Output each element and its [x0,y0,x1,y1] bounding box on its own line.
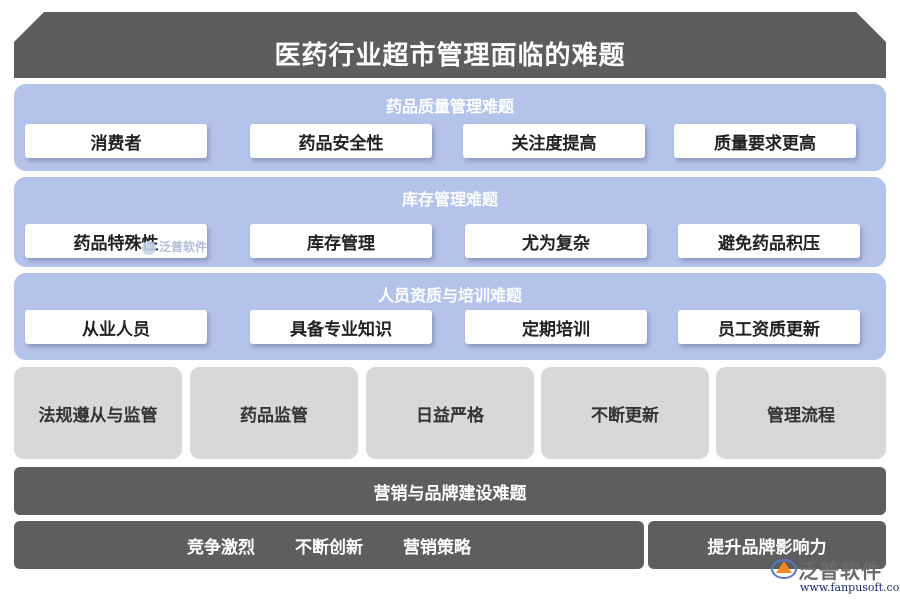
watermark-logo-icon [142,240,156,255]
section-item: 员工资质更新 [678,310,860,344]
section-quality: 药品质量管理难题 消费者 药品安全性 关注度提高 质量要求更高 [14,84,886,171]
regulation-box: 不断更新 [541,367,709,459]
section-inventory: 库存管理难题 药品特殊性 库存管理 尤为复杂 避免药品积压 [14,177,886,267]
watermark-logo: 泛普软件 www.fanpusoft.com [770,555,900,595]
section-staff: 人员资质与培训难题 从业人员 具备专业知识 定期培训 员工资质更新 [14,273,886,360]
section-item: 具备专业知识 [250,310,432,344]
marketing-item: 营销策略 [403,537,471,558]
marketing-item: 不断创新 [295,537,363,558]
marketing-item: 竞争激烈 [187,537,255,558]
watermark-brand: 泛普软件 [798,559,882,583]
section-item: 关注度提高 [463,124,645,158]
regulation-box: 日益严格 [366,367,534,459]
section-title: 库存管理难题 [401,190,498,209]
section-item: 药品特殊性 [25,224,207,258]
watermark-url: www.fanpusoft.com [800,581,900,594]
section-item: 从业人员 [25,310,207,344]
marketing-title: 营销与品牌建设难题 [373,483,527,504]
section-item: 消费者 [25,124,207,158]
section-title: 人员资质与培训难题 [377,286,522,305]
section-item: 质量要求更高 [674,124,856,158]
section-item: 药品安全性 [250,124,432,158]
marketing-side-item: 提升品牌影响力 [707,537,827,558]
marketing-title-bar: 营销与品牌建设难题 [14,467,886,515]
section-item: 避免药品积压 [678,224,860,258]
marketing-side-box: 提升品牌影响力 [648,521,886,569]
diagram-title: 医药行业超市管理面临的难题 [274,40,626,71]
watermark-mid-text: 泛普软件 [159,240,208,254]
brand-logo-icon [771,559,797,579]
watermark-faint: 泛普软件 [142,238,207,255]
regulation-box: 管理流程 [716,367,886,459]
section-item: 定期培训 [465,310,647,344]
section-title: 药品质量管理难题 [385,97,514,116]
marketing-items-bar: 竞争激烈 不断创新 营销策略 [14,521,644,569]
regulation-box: 药品监管 [190,367,358,459]
diagram-title-banner: 医药行业超市管理面临的难题 [14,12,886,78]
section-item: 尤为复杂 [465,224,647,258]
section-item: 库存管理 [250,224,432,258]
regulation-box: 法规遵从与监管 [14,367,182,459]
